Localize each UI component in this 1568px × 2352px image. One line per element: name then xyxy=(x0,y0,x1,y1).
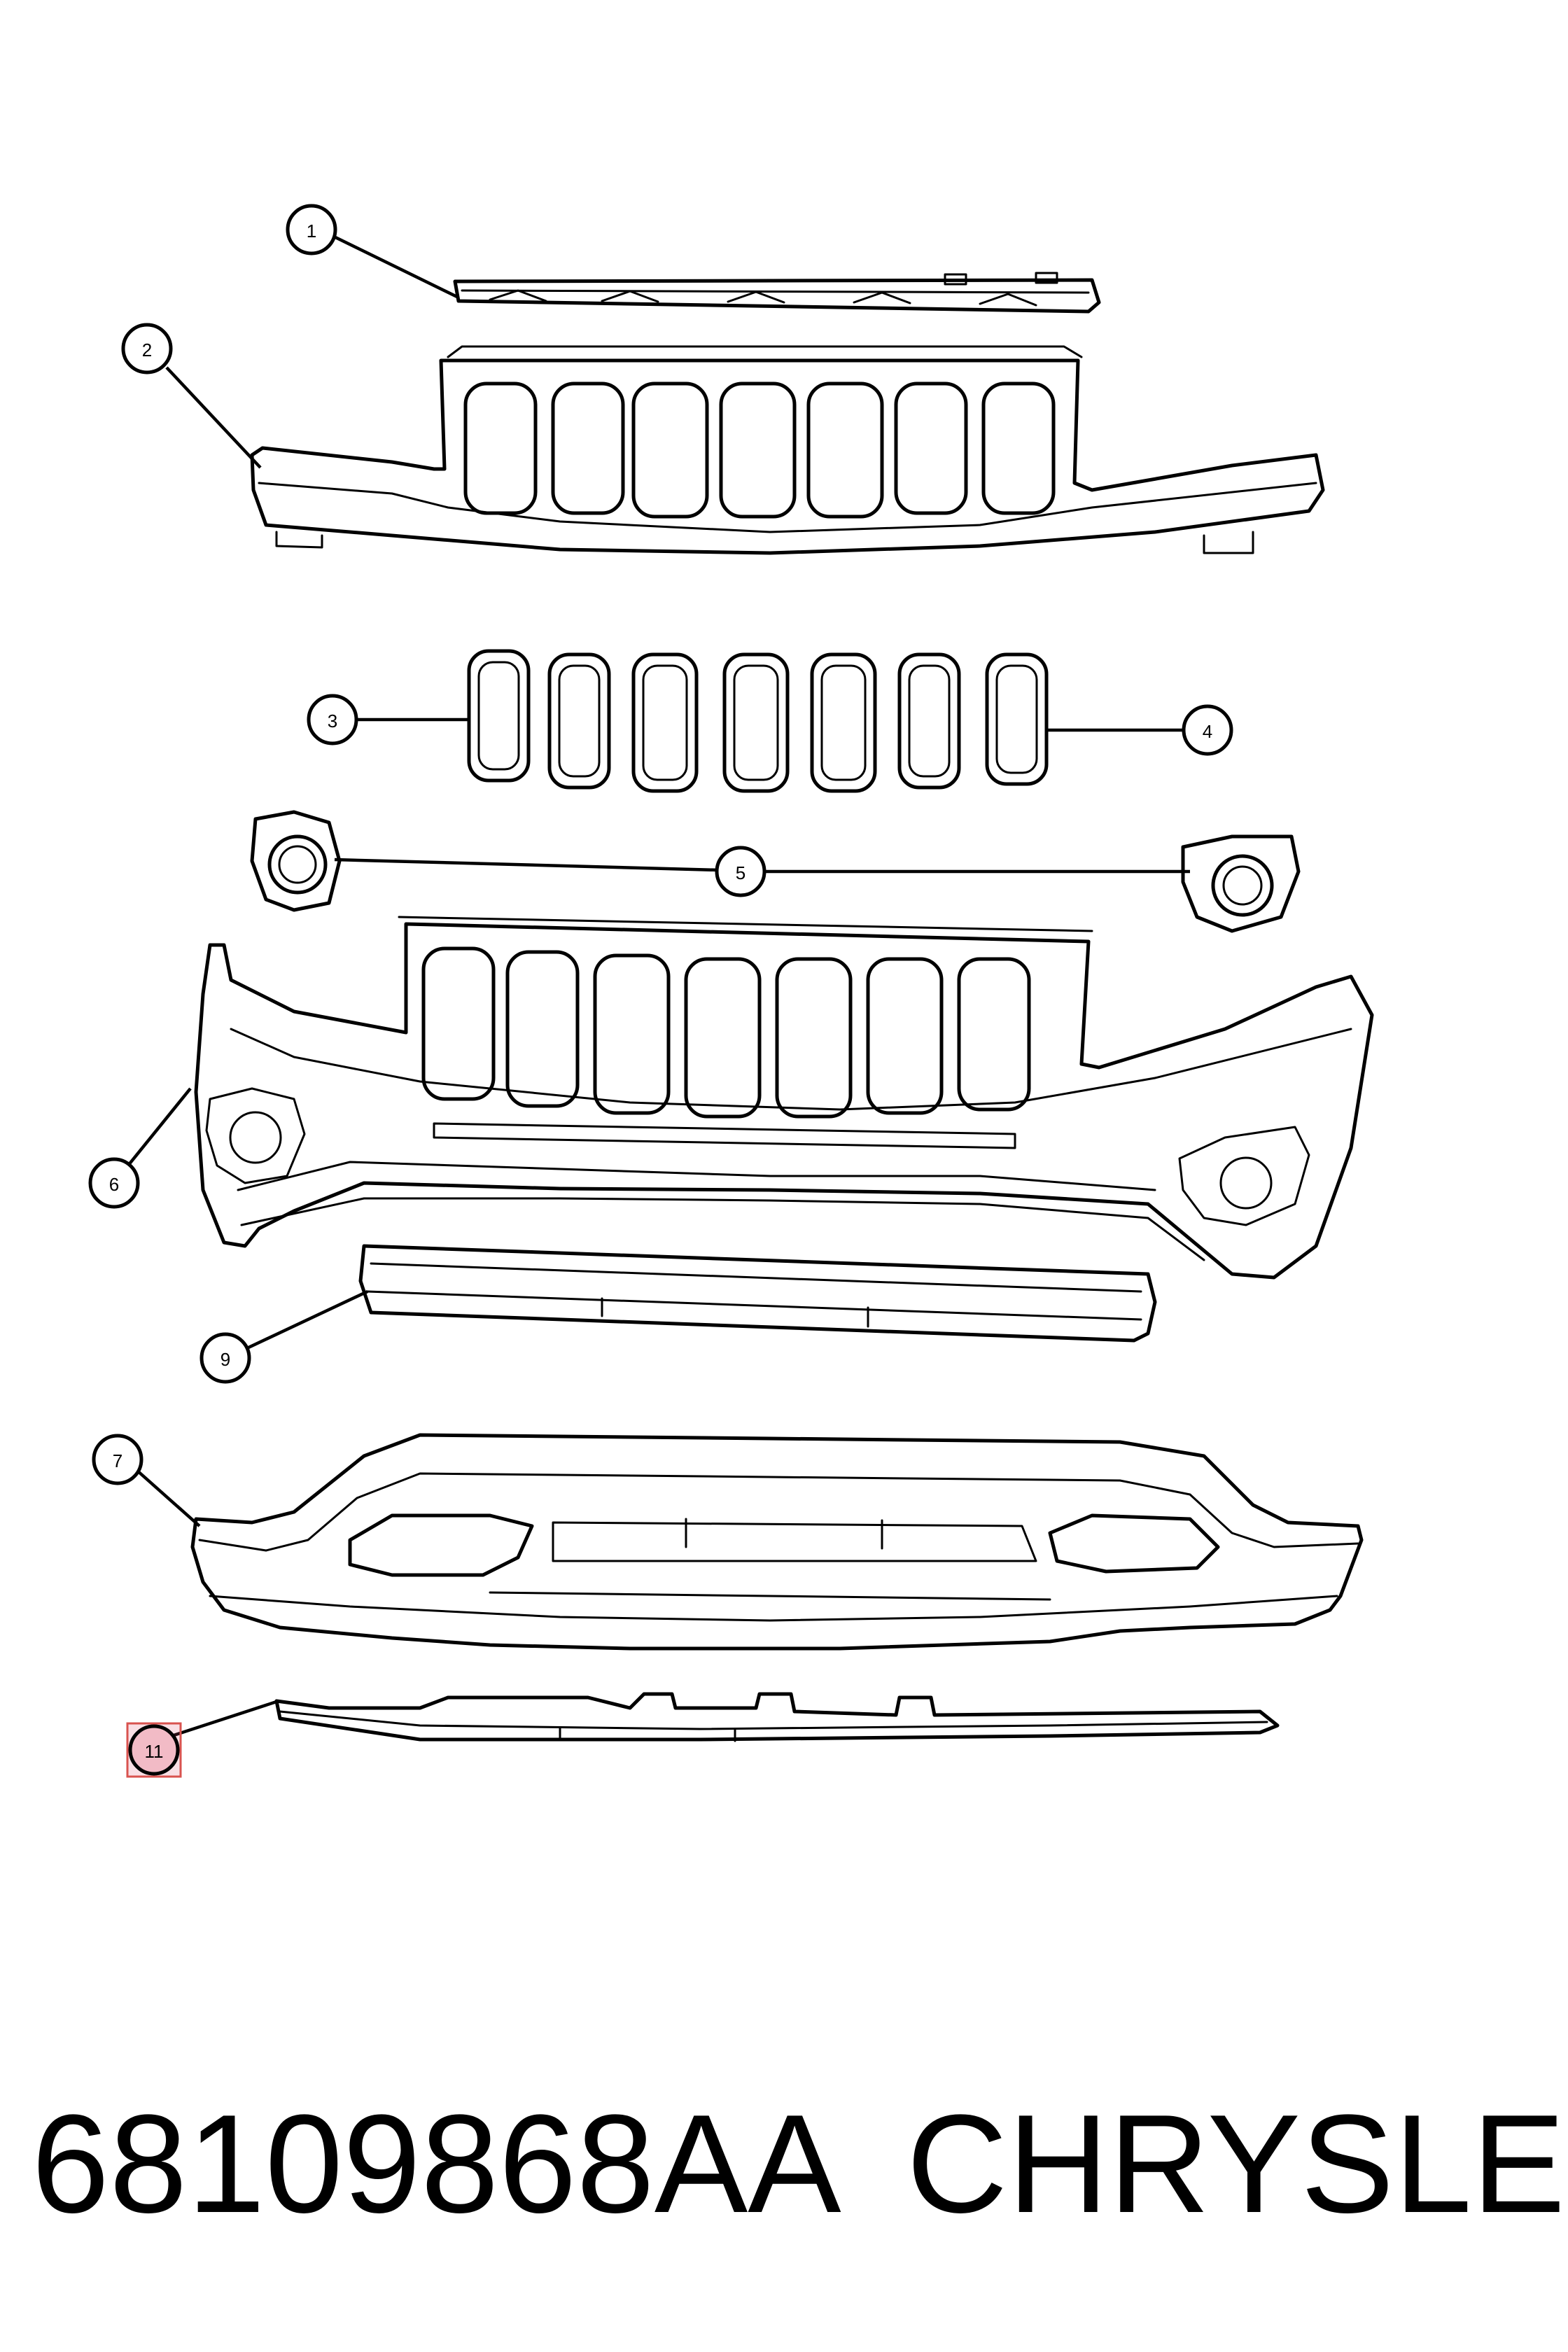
callout-3[interactable]: 3 xyxy=(307,694,358,746)
part-5-fog-lamp-bezels xyxy=(250,810,1301,933)
callout-7[interactable]: 7 xyxy=(92,1434,144,1485)
parts-3-4-grille-bezels xyxy=(467,649,1049,793)
part-7-lower-fascia xyxy=(190,1433,1364,1651)
leader-lines xyxy=(127,234,1203,1738)
callout-1[interactable]: 1 xyxy=(286,204,337,255)
grille-slots xyxy=(463,382,1056,519)
callout-1-label: 1 xyxy=(307,220,316,241)
callout-9[interactable]: 9 xyxy=(200,1332,251,1384)
callout-9-label: 9 xyxy=(220,1349,230,1370)
part-2-grille-assembly xyxy=(250,345,1325,555)
part-1-upper-strip xyxy=(453,272,1101,314)
part-number: 68109868AA xyxy=(31,2086,841,2242)
callout-2[interactable]: 2 xyxy=(121,323,173,374)
callout-11-label: 11 xyxy=(145,1741,164,1762)
callout-6[interactable]: 6 xyxy=(88,1157,140,1209)
callout-5-label: 5 xyxy=(736,862,746,883)
part-11-air-dam xyxy=(274,1692,1280,1742)
part-9-lower-grille xyxy=(358,1244,1157,1343)
callout-6-label: 6 xyxy=(109,1174,119,1195)
callout-4[interactable]: 4 xyxy=(1182,704,1233,756)
callout-3-label: 3 xyxy=(328,710,337,732)
callout-5[interactable]: 5 xyxy=(715,846,766,897)
callout-11-highlighted[interactable]: 11 xyxy=(126,1722,182,1778)
brand-name: CHRYSLER xyxy=(906,2086,1568,2242)
footer: 68109868AA CHRYSLER xyxy=(31,2086,1568,2242)
callout-7-label: 7 xyxy=(113,1450,122,1471)
part-6-front-fascia xyxy=(194,916,1374,1280)
callout-2-label: 2 xyxy=(142,340,152,360)
callout-4-label: 4 xyxy=(1203,721,1212,742)
